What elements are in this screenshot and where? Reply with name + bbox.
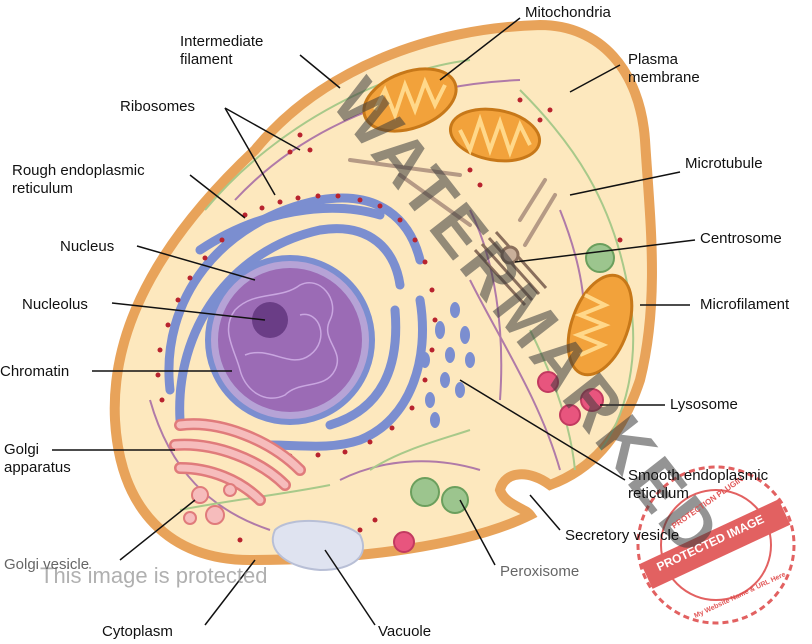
golgi-shape bbox=[169, 418, 306, 506]
label-smooth-er: Smooth endoplasmic reticulum bbox=[628, 467, 769, 502]
centrosome-shape bbox=[473, 231, 548, 307]
golgi-vesicles bbox=[183, 483, 237, 525]
label-microfilament: Microfilament bbox=[700, 296, 790, 313]
leader-lines bbox=[52, 17, 696, 626]
label-peroxisome: Peroxisome bbox=[500, 563, 580, 580]
label-ribosomes: Ribosomes bbox=[120, 98, 196, 115]
label-plasma-membrane: Plasma membrane bbox=[628, 51, 700, 86]
label-nucleolus: Nucleolus bbox=[22, 296, 88, 313]
protected-notice-text: This image is protected bbox=[40, 563, 268, 588]
label-centrosome: Centrosome bbox=[700, 230, 782, 247]
mitochondria-shapes bbox=[362, 67, 634, 377]
label-intermediate-filament: Intermediate filament bbox=[180, 33, 264, 68]
smooth-er-shape bbox=[420, 302, 475, 428]
label-rough-er: Rough endoplasmic reticulum bbox=[12, 162, 145, 197]
label-cytoplasm: Cytoplasm bbox=[102, 623, 173, 640]
label-nucleus: Nucleus bbox=[60, 238, 115, 255]
lysosome-shapes bbox=[393, 371, 604, 553]
vacuole-shape bbox=[271, 519, 365, 572]
microtubules bbox=[348, 158, 557, 247]
label-secretory-vesicle: Secretory vesicle bbox=[565, 527, 680, 544]
peroxisome-shapes bbox=[410, 243, 615, 514]
label-microtubule: Microtubule bbox=[685, 155, 763, 172]
label-golgi-apparatus: Golgi apparatus bbox=[4, 441, 71, 476]
nucleus-shape bbox=[205, 255, 375, 425]
label-golgi-vesicle: Golgi vesicle bbox=[4, 556, 90, 573]
label-vacuole: Vacuole bbox=[378, 623, 432, 640]
ribosome-dots bbox=[155, 97, 623, 543]
protected-image-stamp bbox=[636, 465, 796, 625]
label-lysosome: Lysosome bbox=[670, 396, 738, 413]
label-chromatin: Chromatin bbox=[0, 363, 70, 380]
label-mitochondria: Mitochondria bbox=[525, 4, 611, 21]
